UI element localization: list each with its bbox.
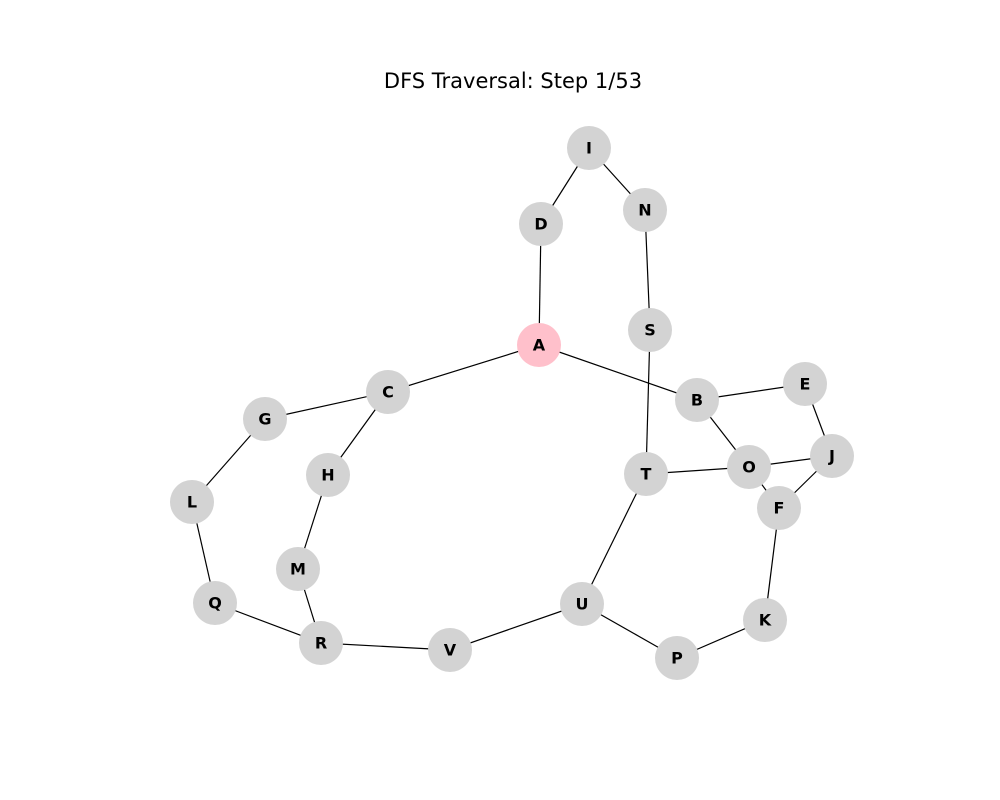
- node-circle-D: [519, 202, 563, 246]
- node-circle-K: [743, 598, 787, 642]
- node-label-V: V: [444, 641, 457, 660]
- node-E: E: [783, 362, 827, 406]
- node-circle-V: [428, 628, 472, 672]
- edge-S-T: [645, 329, 651, 475]
- node-circle-P: [655, 636, 699, 680]
- node-circle-B: [675, 378, 719, 422]
- node-label-M: M: [290, 560, 306, 579]
- node-circle-I: [567, 126, 611, 170]
- node-label-J: J: [828, 447, 835, 466]
- node-D: D: [519, 202, 563, 246]
- node-F: F: [757, 486, 801, 530]
- node-label-S: S: [644, 321, 656, 340]
- node-T: T: [624, 452, 668, 496]
- node-circle-F: [757, 486, 801, 530]
- node-circle-J: [810, 434, 854, 478]
- node-label-C: C: [382, 383, 394, 402]
- edge-A-C: [387, 344, 540, 393]
- edge-U-T: [581, 473, 647, 605]
- node-I: I: [567, 126, 611, 170]
- node-N: N: [623, 188, 667, 232]
- node-L: L: [170, 480, 214, 524]
- node-K: K: [743, 598, 787, 642]
- node-circle-T: [624, 452, 668, 496]
- node-circle-H: [306, 453, 350, 497]
- node-label-L: L: [187, 493, 197, 512]
- node-circle-O: [727, 445, 771, 489]
- graph-nodes: A B C D E F G H I J K L M N O P Q R S T U V: [170, 126, 854, 680]
- node-circle-M: [276, 547, 320, 591]
- node-C: C: [366, 370, 410, 414]
- node-label-D: D: [534, 215, 547, 234]
- edge-V-U: [449, 603, 583, 651]
- node-M: M: [276, 547, 320, 591]
- node-circle-U: [560, 582, 604, 626]
- node-circle-C: [366, 370, 410, 414]
- node-label-P: P: [671, 649, 683, 668]
- node-S: S: [628, 308, 672, 352]
- node-A: A: [517, 323, 561, 367]
- node-label-Q: Q: [208, 594, 222, 613]
- node-label-F: F: [774, 499, 785, 518]
- node-label-E: E: [800, 375, 811, 394]
- node-circle-G: [243, 397, 287, 441]
- node-circle-E: [783, 362, 827, 406]
- node-label-B: B: [691, 391, 703, 410]
- node-circle-Q: [193, 581, 237, 625]
- node-G: G: [243, 397, 287, 441]
- node-label-A: A: [533, 336, 546, 355]
- node-H: H: [306, 453, 350, 497]
- node-label-N: N: [638, 201, 651, 220]
- node-label-K: K: [759, 611, 772, 630]
- node-U: U: [560, 582, 604, 626]
- node-O: O: [727, 445, 771, 489]
- node-circle-S: [628, 308, 672, 352]
- node-J: J: [810, 434, 854, 478]
- node-circle-A: [517, 323, 561, 367]
- node-circle-N: [623, 188, 667, 232]
- node-label-T: T: [641, 465, 652, 484]
- node-circle-L: [170, 480, 214, 524]
- node-label-R: R: [315, 634, 327, 653]
- node-P: P: [655, 636, 699, 680]
- node-label-G: G: [258, 410, 271, 429]
- node-circle-R: [299, 621, 343, 665]
- node-B: B: [675, 378, 719, 422]
- node-R: R: [299, 621, 343, 665]
- node-label-I: I: [586, 139, 592, 158]
- node-Q: Q: [193, 581, 237, 625]
- node-label-U: U: [576, 595, 589, 614]
- node-V: V: [428, 628, 472, 672]
- node-label-O: O: [742, 458, 756, 477]
- edge-A-B: [538, 344, 698, 401]
- node-label-H: H: [321, 466, 334, 485]
- figure-title: DFS Traversal: Step 1/53: [384, 69, 642, 93]
